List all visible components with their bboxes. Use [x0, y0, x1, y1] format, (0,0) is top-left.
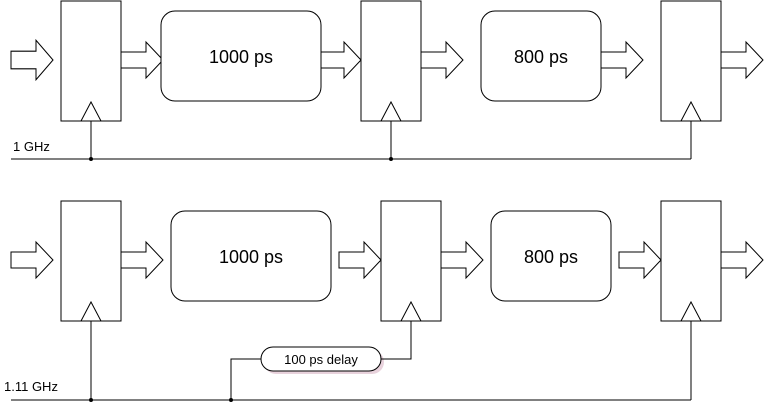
junction-dot: [389, 157, 393, 161]
arrow-reg1-to-logic1: [120, 241, 164, 279]
arrow-logic2-to-reg3: [618, 241, 662, 279]
arrow-reg2-to-logic2: [420, 41, 464, 79]
clock-frequency-label: 1 GHz: [13, 139, 50, 154]
input-arrow: [10, 241, 54, 279]
output-arrow: [720, 241, 764, 279]
output-arrow: [720, 41, 764, 79]
logic-block-2-delay: 800 ps: [524, 247, 578, 267]
clock-line: [11, 321, 692, 401]
clock-edge-icon: [680, 100, 702, 122]
input-arrow: [10, 39, 54, 81]
pipeline-bottom: 1000 ps 800 ps 100 ps delay 1.11 GHz: [4, 200, 764, 402]
junction-dot: [89, 398, 93, 402]
clock-edge-icon: [400, 300, 422, 322]
register-1: [60, 200, 122, 322]
arrow-reg2-to-logic2: [440, 241, 484, 279]
clock-line: [11, 121, 692, 160]
clock-edge-icon: [80, 100, 102, 122]
junction-dot: [89, 157, 93, 161]
arrow-logic1-to-reg2: [338, 241, 382, 279]
clock-edge-icon: [680, 300, 702, 322]
register-3: [660, 200, 722, 322]
register-1: [60, 0, 122, 122]
clock-edge-icon: [380, 100, 402, 122]
arrow-reg1-to-logic1: [120, 41, 164, 79]
logic-block-1-delay: 1000 ps: [209, 47, 273, 67]
logic-block-1: 1000 ps: [170, 210, 332, 302]
arrow-logic2-to-reg3: [600, 41, 644, 79]
logic-block-2-delay: 800 ps: [514, 47, 568, 67]
clock-frequency-label: 1.11 GHz: [4, 379, 58, 394]
register-2: [380, 200, 442, 322]
logic-block-2: 800 ps: [480, 10, 602, 102]
delay-element: 100 ps delay: [260, 346, 384, 374]
junction-dot: [229, 398, 233, 402]
logic-block-2: 800 ps: [490, 210, 612, 302]
arrow-logic1-to-reg2: [318, 41, 362, 79]
clock-edge-icon: [80, 300, 102, 322]
register-3: [660, 0, 722, 122]
register-2: [360, 0, 422, 122]
logic-block-1: 1000 ps: [160, 10, 322, 102]
logic-block-1-delay: 1000 ps: [219, 247, 283, 267]
delay-element-label: 100 ps delay: [284, 352, 358, 367]
pipeline-top: 1000 ps 800 ps 1 GHz: [10, 0, 764, 161]
